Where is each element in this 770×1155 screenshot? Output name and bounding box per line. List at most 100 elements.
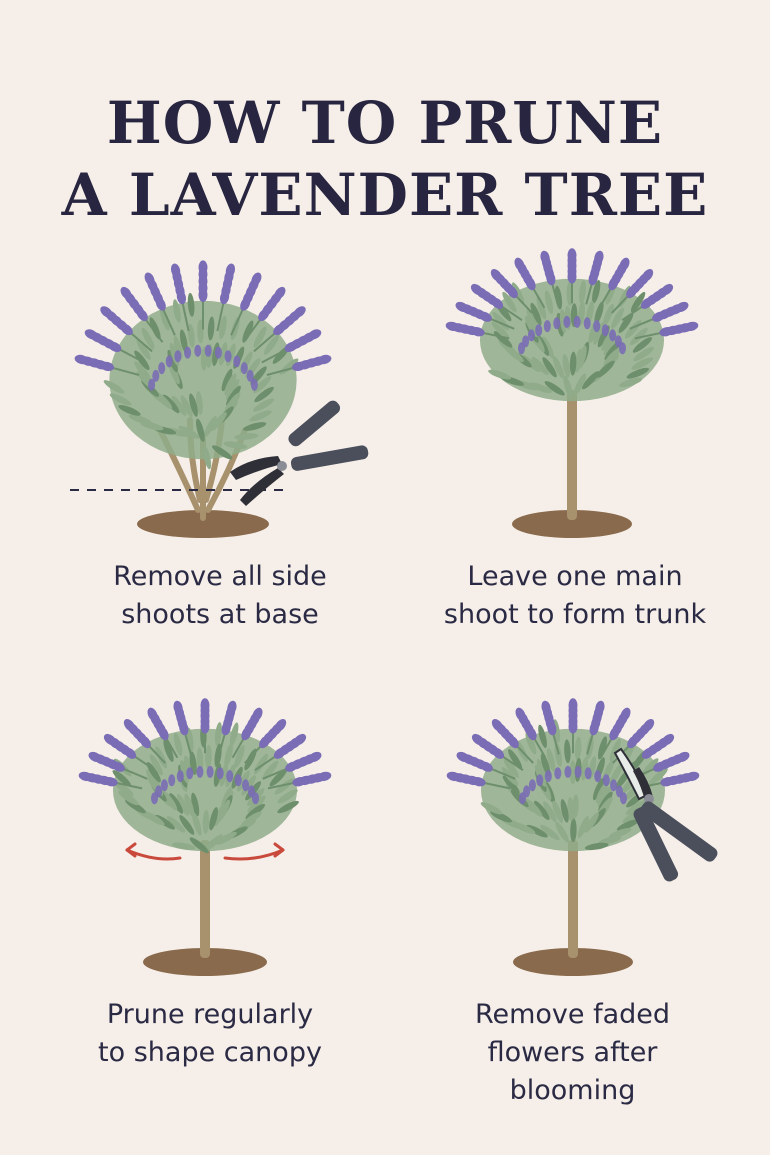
lavender-bud bbox=[224, 350, 232, 363]
lavender-bud bbox=[184, 346, 192, 359]
lavender-bud bbox=[204, 344, 212, 357]
lavender-bud bbox=[148, 378, 156, 391]
leaf bbox=[544, 290, 554, 315]
leaf bbox=[511, 282, 525, 304]
leaf bbox=[141, 327, 155, 350]
leaf bbox=[243, 422, 267, 431]
leaf bbox=[245, 803, 266, 820]
step-1-caption-line-1: Remove all side bbox=[113, 561, 327, 592]
lavender-bud bbox=[620, 792, 627, 805]
leaf bbox=[609, 763, 623, 785]
lavender-flower-icon bbox=[586, 700, 605, 755]
leaf bbox=[234, 745, 245, 768]
lavender-flower-icon bbox=[567, 248, 577, 304]
lavender-bud bbox=[573, 315, 581, 328]
lavender-flower-icon bbox=[254, 733, 307, 772]
step-4-caption-line-3: blooming bbox=[509, 1075, 636, 1106]
leaf bbox=[234, 433, 259, 440]
leaf bbox=[128, 414, 152, 425]
lavender-flower-icon bbox=[170, 263, 190, 332]
lavender-flower-icon bbox=[621, 283, 674, 322]
lavender-flower-icon bbox=[490, 269, 533, 314]
leaf bbox=[242, 320, 254, 343]
step-4-caption-line-2: flowers after bbox=[487, 1037, 658, 1068]
leaf bbox=[536, 296, 547, 320]
leaf bbox=[555, 821, 569, 843]
leaf bbox=[480, 802, 503, 815]
leaf bbox=[219, 315, 227, 340]
step-1-caption-line-2: shoots at base bbox=[121, 599, 319, 630]
leaf bbox=[616, 819, 639, 831]
leaf bbox=[125, 799, 146, 814]
leaf bbox=[562, 354, 570, 378]
lavender-bud bbox=[160, 779, 168, 792]
leaf bbox=[224, 373, 237, 396]
leaf bbox=[221, 368, 233, 392]
leaf bbox=[202, 809, 210, 834]
leaf bbox=[597, 786, 612, 808]
lavender-flower-icon bbox=[598, 257, 630, 309]
leaf bbox=[508, 749, 523, 770]
lavender-bud bbox=[523, 785, 531, 798]
lavender-flower-icon bbox=[147, 707, 179, 759]
leaf bbox=[542, 357, 557, 378]
lavender-bud bbox=[246, 369, 254, 382]
leaf bbox=[118, 790, 139, 806]
leaf bbox=[533, 800, 550, 821]
lavender-bud bbox=[619, 342, 626, 355]
lavender-flower-icon bbox=[267, 771, 332, 790]
leaf bbox=[253, 326, 267, 348]
foliage bbox=[446, 698, 700, 852]
soil-mound bbox=[143, 948, 267, 976]
leaf bbox=[277, 800, 299, 814]
leaf bbox=[570, 818, 577, 843]
leaf bbox=[596, 360, 615, 378]
leaf bbox=[526, 309, 539, 332]
lavender-flower-icon bbox=[200, 698, 210, 754]
leaf bbox=[191, 792, 200, 817]
lavender-bud bbox=[240, 362, 248, 375]
leaf bbox=[502, 775, 520, 794]
leaf bbox=[252, 398, 275, 412]
lavender-bud bbox=[168, 774, 176, 787]
step-3-panel bbox=[55, 650, 365, 985]
leaf bbox=[491, 321, 510, 340]
lavender-bud bbox=[158, 362, 166, 375]
leaf bbox=[563, 375, 573, 399]
leaf bbox=[592, 777, 605, 801]
leaf bbox=[196, 747, 204, 772]
lavender-flower-icon bbox=[634, 321, 699, 340]
lavender-bud bbox=[574, 765, 582, 778]
leaf bbox=[171, 842, 196, 850]
trunk bbox=[567, 390, 577, 520]
leaf bbox=[540, 824, 560, 841]
lavender-bud bbox=[554, 767, 562, 780]
step-2-caption: Leave one main shoot to form trunk bbox=[405, 558, 745, 634]
leaf bbox=[594, 301, 604, 325]
step-4-caption-line-1: Remove faded bbox=[474, 999, 671, 1030]
leaf bbox=[166, 816, 186, 833]
lavender-bud bbox=[234, 774, 242, 787]
leaf bbox=[543, 801, 557, 823]
step-4-caption: Remove faded flowers after blooming bbox=[405, 996, 740, 1110]
step-3-caption: Prune regularly to shape canopy bbox=[45, 996, 375, 1072]
leaf bbox=[171, 395, 187, 416]
leaf bbox=[595, 781, 609, 804]
lavender-flower-icon bbox=[262, 751, 322, 780]
lavender-flower-icon bbox=[253, 306, 306, 353]
leaf bbox=[247, 795, 266, 813]
leaf bbox=[573, 373, 587, 396]
leaf bbox=[530, 302, 542, 326]
lavender-flower-icon bbox=[144, 272, 176, 336]
lavender-bud bbox=[216, 767, 224, 780]
lavender-bud bbox=[610, 779, 618, 792]
leaf bbox=[490, 810, 512, 823]
lavender-bud bbox=[563, 315, 571, 328]
leaf bbox=[525, 731, 537, 755]
leaf bbox=[134, 361, 151, 380]
leaf bbox=[542, 336, 554, 359]
leaf bbox=[202, 445, 212, 470]
leaf bbox=[584, 842, 609, 851]
title-line-2: A LAVENDER TREE bbox=[61, 160, 709, 229]
lavender-flower-icon bbox=[198, 260, 208, 330]
